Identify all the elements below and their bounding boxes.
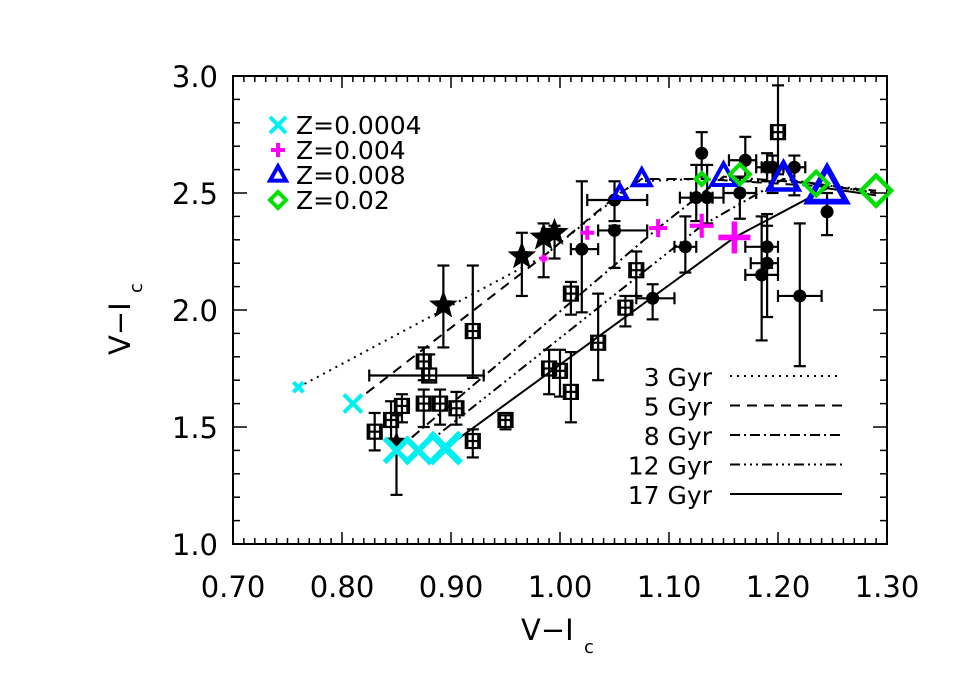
open-square-marker xyxy=(382,411,400,429)
y-tick-label: 3.0 xyxy=(172,60,218,94)
x-axis-title-sub: c xyxy=(584,637,594,658)
y-tick-label: 2.0 xyxy=(172,294,218,328)
open-square-marker xyxy=(415,395,432,412)
age-legend-label: 17 Gyr xyxy=(628,481,713,510)
filled-circle-marker xyxy=(760,256,774,270)
age-legend-label: 5 Gyr xyxy=(644,393,713,422)
x-axis-title-main: V−I xyxy=(521,613,574,647)
open-square-marker xyxy=(421,367,438,384)
age-legend-label: 8 Gyr xyxy=(644,422,713,451)
star-marker xyxy=(507,241,537,269)
open-square-marker xyxy=(590,334,607,351)
open-square-marker xyxy=(562,383,580,400)
y-tick-label: 1.5 xyxy=(172,411,218,445)
filled-circle-marker xyxy=(733,186,747,200)
y-tick-labels: 1.0 1.5 2.0 2.5 3.0 xyxy=(172,60,218,562)
open-square-marker xyxy=(464,432,481,450)
star-marker xyxy=(540,217,569,245)
filled-circle-marker xyxy=(787,160,801,174)
model-marker-x xyxy=(428,430,463,466)
legend-marker-diamond xyxy=(267,189,289,211)
filled-circle-marker xyxy=(755,268,769,282)
observed-stars xyxy=(387,217,569,496)
model-marker-triangle xyxy=(764,157,803,192)
star-marker xyxy=(429,290,458,318)
filled-circle-marker xyxy=(695,146,709,160)
observed-open-squares xyxy=(366,84,787,459)
model-marker-x xyxy=(291,380,305,394)
open-square-marker xyxy=(393,397,411,415)
legend-label: Z=0.008 xyxy=(296,161,406,190)
x-tick-label: 1.00 xyxy=(528,570,593,604)
model-marker-diamond xyxy=(692,170,711,188)
open-square-marker xyxy=(366,423,383,440)
open-square-marker xyxy=(617,299,634,316)
age-legend-label: 12 Gyr xyxy=(628,452,713,481)
model-marker-triangle xyxy=(629,164,655,188)
open-square-marker xyxy=(769,124,787,141)
y-tick-label: 2.5 xyxy=(172,177,218,211)
star-marker xyxy=(387,431,406,450)
open-square-marker xyxy=(432,395,449,412)
isochrone-line xyxy=(417,177,877,452)
isochrone-line xyxy=(395,175,877,452)
x-tick-labels: 0.70 0.80 0.90 1.00 1.10 1.20 1.30 xyxy=(201,570,920,604)
isochrone-line xyxy=(444,187,877,449)
filled-circle-marker xyxy=(608,223,621,237)
filled-circle-marker xyxy=(678,240,692,254)
filled-circle-marker xyxy=(700,191,714,205)
y-axis-title-main: V−I xyxy=(103,302,137,355)
y-axis-title-sub: c xyxy=(126,283,147,293)
legend-label: Z=0.004 xyxy=(296,136,406,165)
age-legend-label: 3 Gyr xyxy=(644,363,713,392)
x-tick-label: 0.70 xyxy=(201,570,266,604)
x-tick-label: 0.90 xyxy=(419,570,484,604)
open-square-marker xyxy=(540,360,558,377)
filled-circle-marker xyxy=(575,242,589,256)
model-marker-diamond xyxy=(857,172,895,209)
filled-circle-marker xyxy=(793,289,807,303)
open-square-marker xyxy=(448,400,465,417)
star-marker xyxy=(529,222,558,250)
isochrone-lines xyxy=(297,175,877,452)
model-marker-x xyxy=(382,436,411,465)
y-axis-title: V−I c xyxy=(103,283,147,355)
open-square-marker xyxy=(551,362,569,379)
y-tick-label: 1.0 xyxy=(172,528,218,562)
x-tick-label: 1.30 xyxy=(855,570,920,604)
filled-circle-marker xyxy=(820,205,834,219)
model-marker-triangle xyxy=(803,161,851,205)
x-tick-label: 1.10 xyxy=(637,570,702,604)
model-marker-x xyxy=(342,393,364,415)
filled-circle-marker xyxy=(646,291,660,305)
filled-circle-marker xyxy=(766,160,780,174)
observed-filled-circles xyxy=(569,131,834,368)
model-marker-diamond xyxy=(801,168,831,199)
filled-circle-marker xyxy=(738,153,752,167)
model-markers xyxy=(291,157,895,466)
legend-marker-triangle xyxy=(266,162,290,183)
model-marker-x xyxy=(403,435,434,466)
x-tick-label: 1.20 xyxy=(746,570,811,604)
model-marker-diamond xyxy=(727,161,753,188)
legend-label: Z=0.0004 xyxy=(296,111,422,140)
isochrone-line xyxy=(297,177,877,389)
x-tick-label: 0.80 xyxy=(310,570,375,604)
x-axis-title: V−I c xyxy=(521,613,594,658)
open-square-marker xyxy=(464,322,481,340)
open-square-marker xyxy=(628,262,645,279)
legend-label: Z=0.02 xyxy=(296,186,390,215)
axis-ticks xyxy=(232,75,888,545)
model-marker-triangle xyxy=(609,181,631,200)
legend-marker-x xyxy=(268,115,288,135)
open-square-marker xyxy=(497,411,514,429)
open-square-marker xyxy=(562,285,580,302)
